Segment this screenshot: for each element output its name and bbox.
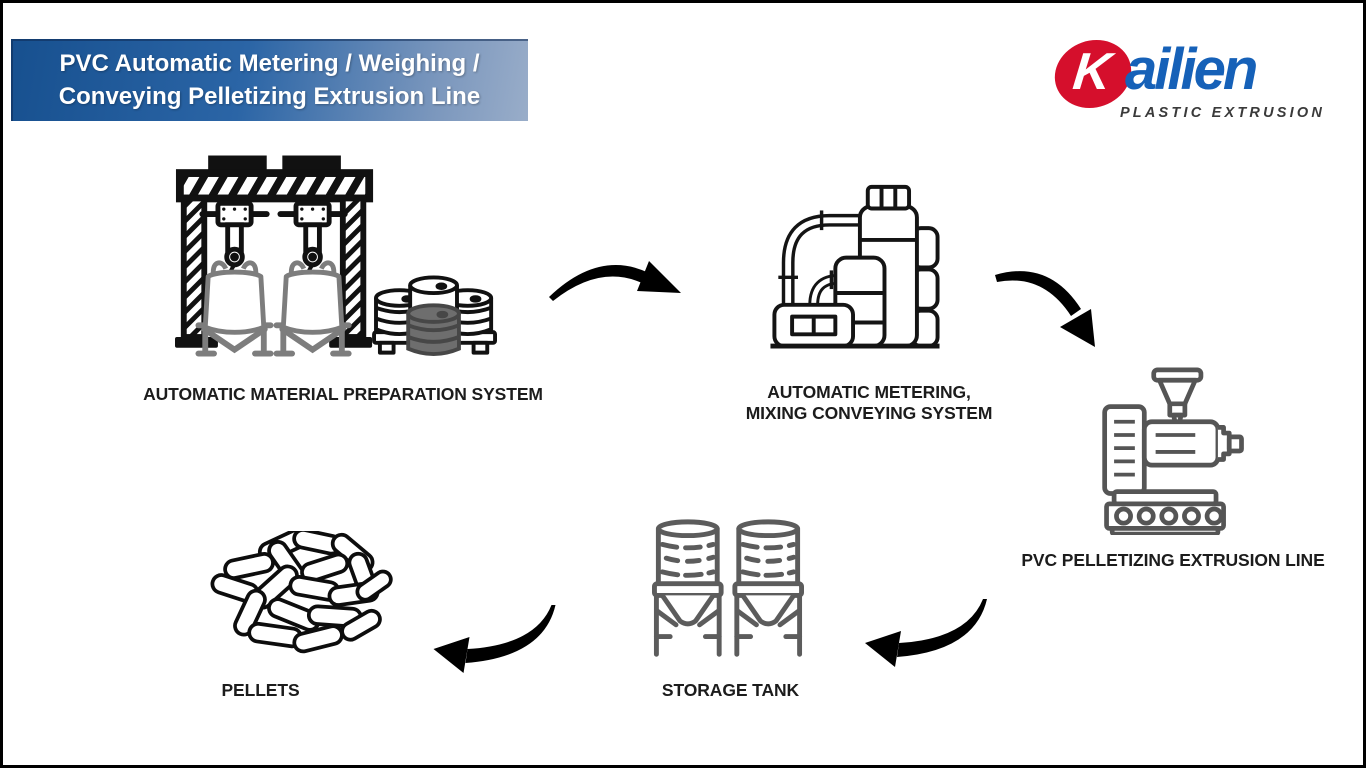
storage-silos-icon [652, 519, 804, 657]
curved-arrow-icon [995, 271, 1095, 347]
arrow-extrusion-to-storage [859, 595, 994, 675]
label-pellets: PELLETS [221, 680, 300, 700]
extruder-machine-icon [1102, 367, 1244, 535]
mixing-plant-icon [770, 184, 940, 349]
curved-arrow-icon [549, 261, 681, 301]
extrusion-line-icon-wrap [1097, 367, 1252, 535]
logo-subtitle: PLASTIC EXTRUSION [1119, 105, 1325, 121]
label-extrusion-line: PVC PELLETIZING EXTRUSION LINE [1021, 550, 1325, 570]
arrow-metering-to-extrusion [991, 261, 1126, 353]
company-logo: K ailien PLASTIC EXTRUSION [1051, 37, 1327, 129]
logo-wordmark: ailien [1125, 37, 1258, 102]
pellets-icon-wrap [196, 531, 401, 671]
logo-k-circle-icon: K [1051, 40, 1135, 108]
gantry-crane-bags-drums-icon [175, 155, 497, 357]
title-line-2: Conveying Pelletizing Extrusion Line [58, 83, 481, 110]
material-preparation-icon-wrap [175, 150, 497, 363]
label-storage-tank: STORAGE TANK [661, 680, 800, 700]
storage-tank-icon-wrap [644, 515, 812, 667]
logo-letter-k: K [1070, 43, 1115, 101]
title-line-1: PVC Automatic Metering / Weighing / [59, 50, 480, 77]
title-banner: PVC Automatic Metering / Weighing / Conv… [11, 39, 528, 121]
arrow-storage-to-pellets [425, 601, 565, 681]
pellets-pile-icon [210, 531, 393, 654]
metering-mixing-icon-wrap [766, 179, 944, 351]
label-metering-mixing: AUTOMATIC METERING, MIXING CONVEYING SYS… [745, 382, 993, 423]
curved-arrow-icon [865, 599, 987, 667]
curved-arrow-icon [433, 605, 556, 673]
arrow-prep-to-metering [545, 245, 685, 315]
label-material-preparation: AUTOMATIC MATERIAL PREPARATION SYSTEM [143, 384, 543, 404]
